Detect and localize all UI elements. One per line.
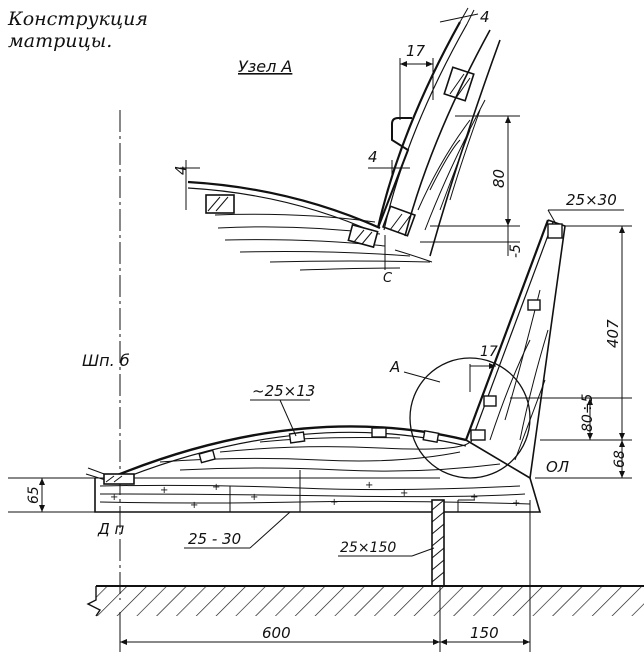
dim-4-top-label: 4 [480,8,490,26]
dim-407-label: 407 [604,319,622,348]
dim-80 [420,115,520,256]
dim-25x150-label: 25×150 [340,540,396,556]
dim-4-mid [368,160,410,176]
dim-4-top [439,7,479,25]
dim-4-mid-label: 4 [368,148,378,166]
main-battens [198,427,440,464]
svg-text:+: + [250,492,258,503]
svg-text:+: + [365,480,373,491]
base-board [94,477,542,513]
dim-bottom [119,500,531,652]
base-wood-texture [99,437,531,512]
dim-25x13-label: ~25×13 [252,382,315,400]
node-a-circle [409,357,531,479]
dim-68-label: 68 [612,450,628,468]
dim-25x30-label: 25×30 [566,191,617,209]
dim-minus5-label: -5 [508,244,524,258]
dim-17-top [399,58,434,120]
main-skin-sheet [109,425,467,480]
svg-text:+: + [160,485,168,496]
dim-80-label: 80 [490,169,508,188]
node-a-detail: 4 17 4 4 80 -5 С У [172,7,524,286]
dim-4-left-label: 4 [172,165,190,175]
dim-65-label: 65 [26,486,42,504]
svg-text:+: + [190,500,198,511]
svg-text:+: + [470,492,478,503]
dim-65 [8,478,96,513]
dim-80-5-label: 80÷5 [580,393,596,432]
dim-600-label: 600 [262,624,291,642]
dim-4-left [180,160,200,210]
dim-17-circle-label: 17 [480,344,498,360]
base-grain-crosses: + + + + + + + + + + [110,480,520,511]
circle-marker-label: А [389,358,400,376]
ol-label: ОЛ [546,458,569,476]
title-line-1: Конструкция [8,8,148,30]
detail-profile-bracket [377,117,412,229]
c-mark-label: С [383,271,393,286]
svg-text:+: + [512,498,520,509]
dim-vertical-stack [510,225,632,479]
ground [86,585,644,617]
drawing-title: Конструкция матрицы. [8,8,148,52]
dim-17-circle [469,363,496,392]
svg-text:+: + [110,492,118,503]
detail-upright [376,21,501,257]
svg-text:+: + [212,482,220,493]
node-a-title: Узел А [238,57,292,76]
title-line-2: матрицы. [8,30,113,52]
svg-text:+: + [400,488,408,499]
dim-150-label: 150 [470,624,499,642]
dim-25-30-label: 25 - 30 [188,530,241,548]
dp-label: Д п [97,520,124,538]
svg-text:+: + [330,497,338,508]
detail-skin-sheet [187,180,381,230]
dim-17-top-label: 17 [406,42,426,60]
main-section: Шп. б + + + + + + + + + + [8,110,644,652]
detail-batten-1 [205,194,235,214]
shp-label: Шп. б [82,351,130,370]
